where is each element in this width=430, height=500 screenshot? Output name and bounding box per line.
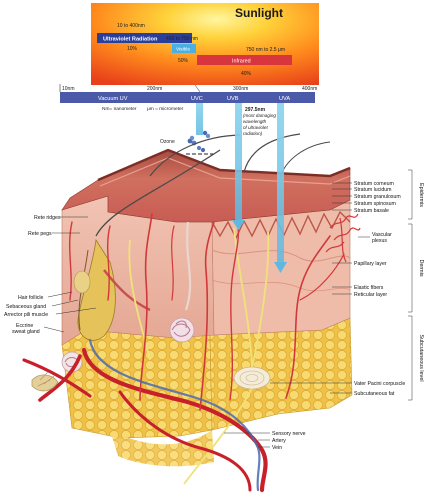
peak-note-4: radiation) bbox=[243, 131, 263, 136]
note-micrometer: μm = micrometer bbox=[147, 106, 184, 112]
ir-band-label: Infrared bbox=[232, 59, 251, 65]
label-arrector-pili: Arrector pili muscle bbox=[4, 312, 48, 318]
uv-scale-bar bbox=[60, 92, 315, 103]
sunlight-panel: Sunlight 10 to 400nm Ultraviolet Radiati… bbox=[91, 3, 319, 85]
visible-range-label: 400 to 750 nm bbox=[166, 36, 198, 42]
uv-band bbox=[97, 33, 192, 43]
peak-note-1: (most damaging bbox=[243, 113, 276, 118]
label-plexus: plexus bbox=[372, 238, 387, 244]
layer-epidermis: Epidermis bbox=[418, 183, 424, 207]
arrector-pili-muscle bbox=[103, 269, 151, 312]
subcutaneous-fat-layer bbox=[61, 329, 213, 439]
uva-ray bbox=[277, 103, 284, 263]
blood-vessels bbox=[22, 213, 345, 493]
uvc-ray bbox=[196, 103, 203, 135]
band-uvc: UVC bbox=[191, 96, 203, 102]
uv-scale: 10nm 200nm 300nm 400nm Vacuum UV UVC UVB… bbox=[59, 84, 317, 136]
visible-percent: 50% bbox=[178, 58, 189, 64]
label-sweat-gland: sweat gland bbox=[12, 329, 40, 335]
uv-rays bbox=[196, 103, 287, 273]
hair-bulbs bbox=[31, 371, 59, 392]
visible-band bbox=[172, 44, 196, 53]
label-sensory-nerve: Sensory nerve bbox=[272, 431, 306, 437]
label-rete-ridges: Rete ridges bbox=[34, 215, 61, 221]
leader-lines bbox=[43, 169, 413, 448]
peak-note-2: wavelength bbox=[243, 119, 267, 124]
peak-note-3: of ultraviolet bbox=[243, 125, 268, 130]
right-labels: Stratum corneum Stratum lucidum Stratum … bbox=[272, 181, 405, 451]
uvb-ray bbox=[235, 103, 242, 221]
label-elastic-fibers: Elastic fibers bbox=[354, 285, 384, 291]
veins bbox=[88, 338, 261, 492]
tick-300nm: 300nm bbox=[233, 86, 248, 92]
label-subcutaneous-fat: Subcutaneous fat bbox=[354, 391, 395, 397]
vater-pacini-corpuscle bbox=[233, 366, 271, 390]
label-artery: Artery bbox=[272, 438, 286, 444]
layer-subcutaneous: Subcutaneous level bbox=[418, 334, 424, 381]
label-papillary-layer: Papillary layer bbox=[354, 261, 387, 267]
label-stratum-spinosum: Stratum spinosum bbox=[354, 201, 396, 207]
sun-background bbox=[91, 3, 319, 85]
sebaceous-gland bbox=[73, 270, 91, 294]
band-uvb: UVB bbox=[227, 96, 239, 102]
uvb-arrow bbox=[232, 220, 245, 230]
label-eccrine: Eccrine bbox=[16, 323, 33, 329]
label-vascular: Vascular bbox=[372, 232, 392, 238]
visible-band-label: Visible bbox=[176, 47, 190, 53]
layer-labels: Epidermis Dermis Subcutaneous level bbox=[418, 183, 424, 382]
tick-200nm: 200nm bbox=[147, 86, 162, 92]
band-vacuum-uv: Vacuum UV bbox=[98, 96, 128, 102]
ir-band bbox=[197, 55, 292, 65]
sensory-nerves bbox=[128, 227, 270, 485]
label-stratum-corneum: Stratum corneum bbox=[354, 181, 394, 187]
ozone-label: Ozone bbox=[160, 139, 175, 145]
skin-block bbox=[22, 133, 361, 493]
peak-wavelength: 297.5nm bbox=[245, 107, 266, 113]
label-stratum-granulosum: Stratum granulosum bbox=[354, 194, 401, 200]
uva-arrow bbox=[274, 262, 287, 273]
layer-dermis: Dermis bbox=[418, 259, 424, 276]
uv-percent: 10% bbox=[127, 46, 138, 52]
sunlight-title: Sunlight bbox=[235, 6, 283, 20]
eccrine-sweat-gland bbox=[169, 221, 195, 343]
label-reticular-layer: Reticular layer bbox=[354, 292, 387, 298]
ir-range-label: 750 nm to 2.5 μm bbox=[246, 47, 285, 53]
label-stratum-basale: Stratum basale bbox=[354, 208, 389, 214]
ir-percent: 40% bbox=[241, 71, 252, 77]
note-nanometer: Nm= nanometer bbox=[102, 106, 137, 112]
uv-band-label: Ultraviolet Radiation bbox=[103, 37, 158, 43]
label-hair-follicle: Hair follicle bbox=[18, 295, 43, 301]
tick-400nm: 400nm bbox=[302, 86, 317, 92]
ozone-molecules: Ozone bbox=[160, 130, 214, 155]
label-rete-pegs: Rete pegs bbox=[28, 231, 52, 237]
uv-range-label: 10 to 400nm bbox=[117, 23, 145, 29]
vascular-plexus bbox=[325, 213, 361, 263]
band-uva: UVA bbox=[279, 96, 290, 102]
label-vein: Vein bbox=[272, 445, 282, 451]
tick-10nm: 10nm bbox=[62, 86, 75, 92]
label-sebaceous-gland: Sebaceous gland bbox=[6, 304, 46, 310]
left-labels: Rete ridges Rete pegs Hair follicle Seba… bbox=[4, 215, 61, 335]
label-stratum-lucidum: Stratum lucidum bbox=[354, 187, 391, 193]
label-vater-pacini: Vater Pacini corpuscle bbox=[354, 381, 405, 387]
